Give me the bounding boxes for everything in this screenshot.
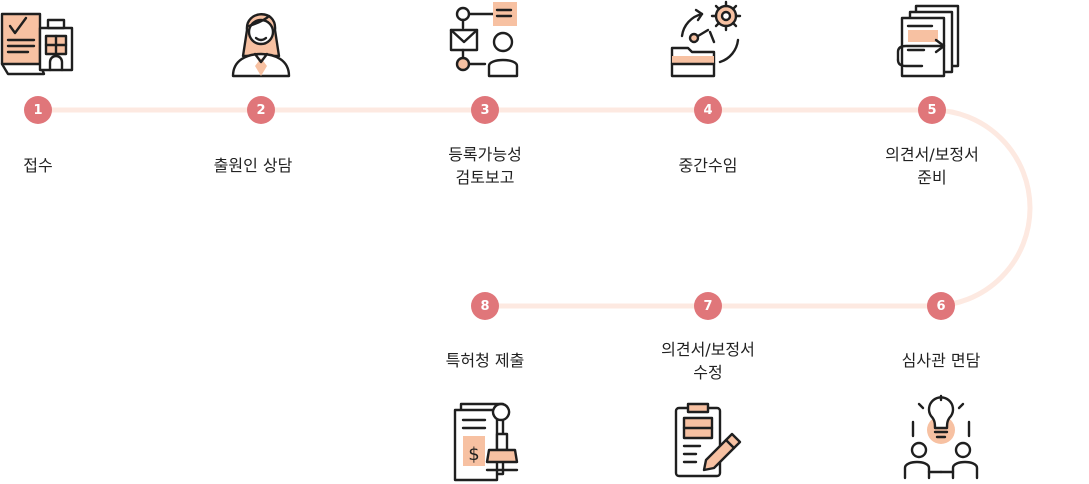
document-stack-arrow-icon	[892, 0, 972, 80]
step-5-label-line-1: 의견서/보정서	[885, 145, 979, 164]
consultant-person-icon	[221, 0, 301, 80]
svg-text:$: $	[468, 444, 479, 465]
document-building-icon	[0, 6, 78, 86]
step-2-node: 2	[247, 96, 275, 124]
step-8-node: 8	[471, 292, 499, 320]
step-2-label: 출원인 상담	[163, 154, 343, 177]
idea-meeting-icon	[901, 394, 981, 480]
step-1-node: 1	[24, 96, 52, 124]
document-stamp-icon: $	[445, 400, 525, 482]
step-5-label-line-2: 준비	[917, 168, 947, 187]
step-7-label-line-1: 의견서/보정서	[661, 340, 755, 359]
step-6-label-line-1: 심사관 면담	[901, 351, 981, 370]
step-3-node: 3	[471, 96, 499, 124]
step-3-label: 등록가능성 검토보고	[395, 143, 575, 189]
step-2-label-line-1: 출원인 상담	[213, 156, 293, 175]
step-6-label: 심사관 면담	[851, 349, 1031, 372]
step-3-label-line-2: 검토보고	[455, 168, 515, 187]
step-4-label: 중간수임	[618, 154, 798, 177]
folder-gear-process-icon	[668, 0, 748, 80]
step-7-label-line-2: 수정	[693, 363, 723, 382]
step-3-label-line-1: 등록가능성	[448, 145, 522, 164]
step-4-node: 4	[694, 96, 722, 124]
step-8-label: 특허청 제출	[395, 349, 575, 372]
step-1-label-line-1: 접수	[23, 156, 53, 175]
step-5-node: 5	[918, 96, 946, 124]
step-5-label: 의견서/보정서 준비	[842, 143, 1022, 189]
step-7-label: 의견서/보정서 수정	[618, 338, 798, 384]
step-6-node: 6	[927, 292, 955, 320]
mail-person-network-icon	[445, 0, 525, 80]
step-8-label-line-1: 특허청 제출	[445, 351, 525, 370]
step-7-node: 7	[694, 292, 722, 320]
step-1-label: 접수	[0, 154, 128, 177]
step-4-label-line-1: 중간수임	[678, 156, 738, 175]
clipboard-pen-icon	[668, 400, 748, 480]
